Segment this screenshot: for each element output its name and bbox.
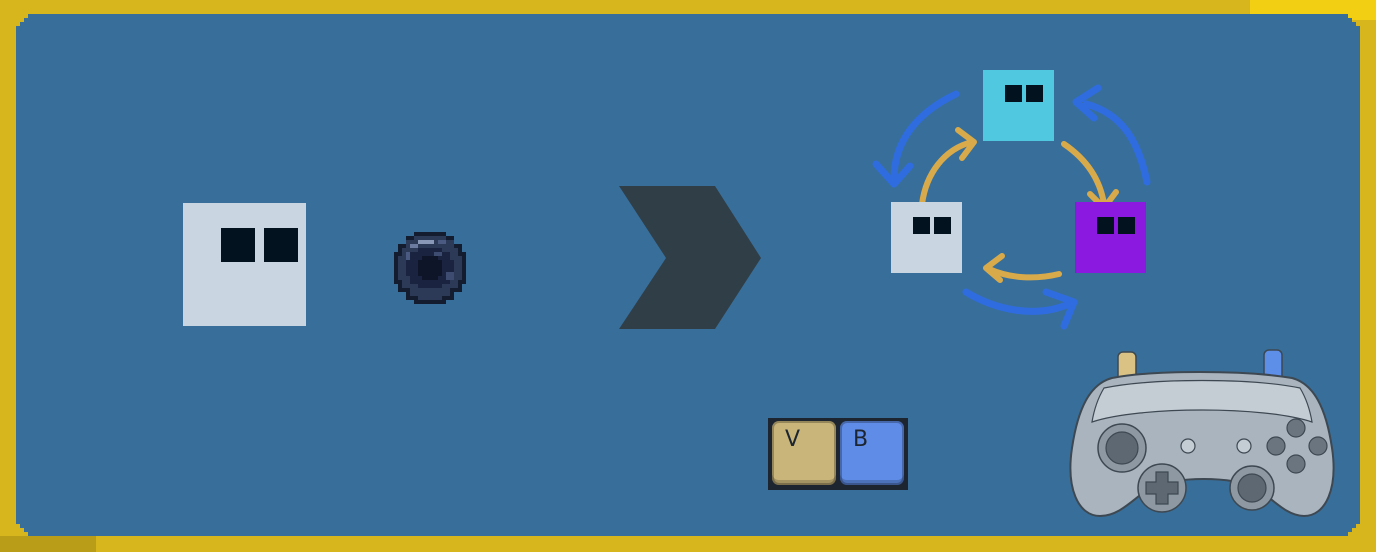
chevron-right-icon: [619, 186, 763, 330]
cyan-right-eye: [1026, 85, 1043, 102]
gamepad-icon: [1064, 348, 1340, 520]
frame-shadow: [0, 536, 96, 552]
purple-block-icon: [1075, 202, 1146, 273]
key-b-label: B: [853, 427, 869, 452]
right-eye: [264, 228, 298, 262]
key-v-label: V: [785, 427, 801, 452]
purple-right-eye: [1118, 217, 1135, 234]
purple-left-eye: [1097, 217, 1114, 234]
white-left-eye: [913, 217, 930, 234]
white-right-eye: [934, 217, 951, 234]
key-b[interactable]: B: [840, 421, 904, 485]
game-panel: V B: [16, 14, 1360, 536]
white-block-icon: [891, 202, 962, 273]
cyan-block-icon: [983, 70, 1054, 141]
left-eye: [221, 228, 255, 262]
key-v[interactable]: V: [772, 421, 836, 485]
player-block-icon: [183, 203, 306, 326]
dark-orb-icon: [390, 228, 470, 308]
cyan-left-eye: [1005, 85, 1022, 102]
key-hints: V B: [768, 418, 908, 490]
